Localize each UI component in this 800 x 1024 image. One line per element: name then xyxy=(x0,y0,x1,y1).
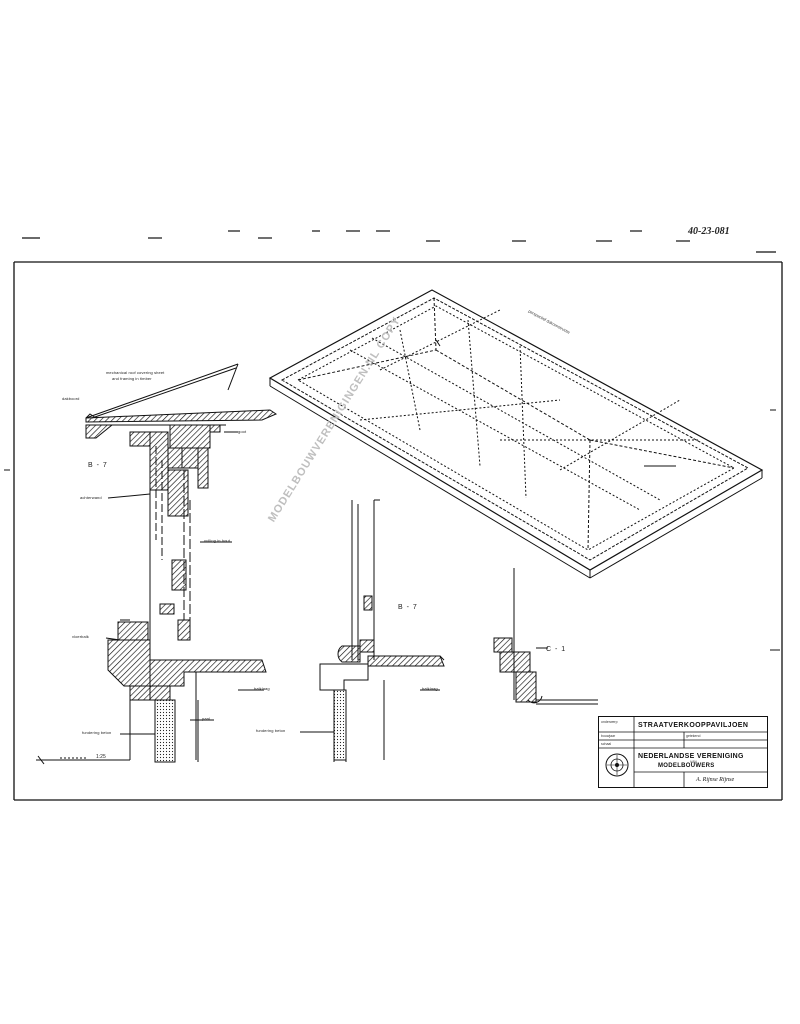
organization-name: NEDERLANDSE VERENIGING xyxy=(638,753,744,760)
organization-prefix: VAN xyxy=(690,760,697,764)
callout-wall-mid: vulling in hout xyxy=(204,538,230,543)
header-marks xyxy=(22,230,776,253)
callout-post: paal xyxy=(202,716,210,721)
left-section xyxy=(36,363,278,765)
title-block-border xyxy=(598,716,768,788)
signature: A. Rijnse Rijnse xyxy=(696,777,735,783)
callout-beam: balklaag xyxy=(254,686,270,691)
drawing-frame xyxy=(13,261,783,801)
reference-number: 40-23-081 xyxy=(688,226,730,237)
tb-label-scale: schaal xyxy=(601,742,612,746)
organization-name-2: MODELBOUWERS xyxy=(658,763,715,769)
tb-label-drawn: getekend xyxy=(686,734,701,738)
callout-base: fundering beton xyxy=(82,730,112,735)
tb-label-year: bouwjaar xyxy=(601,734,616,738)
callout-roof-note-2: and framing in timber xyxy=(112,376,152,381)
title-block: onderwerp STRAATVERKOOPPAVILJOEN bouwjaa… xyxy=(598,716,768,788)
callout-gutter: goot xyxy=(238,429,247,434)
callout-middle-base: fundering beton xyxy=(256,728,286,733)
section-label-right: C - 1 xyxy=(546,646,567,653)
middle-section xyxy=(300,499,445,762)
section-label-left: B - 7 xyxy=(88,462,108,469)
drawing-title: STRAATVERKOOPPAVILJOEN xyxy=(638,722,749,729)
section-label-middle: B - 7 xyxy=(398,604,418,611)
callout-floor: vloerbalk xyxy=(72,634,89,639)
scale-note: 1:25 xyxy=(96,754,106,760)
tb-label-subject: onderwerp xyxy=(601,720,618,724)
callout-wall-upper: achterwand xyxy=(80,495,102,500)
callout-middle-floor: balklaag xyxy=(422,686,438,691)
callout-eave: dakboord xyxy=(62,396,80,401)
perspective-note: perspectief dakconstructie xyxy=(528,308,572,335)
title-block-grid xyxy=(598,716,768,788)
frame-ticks xyxy=(4,409,780,651)
society-emblem-icon xyxy=(605,753,629,777)
right-section xyxy=(493,568,598,705)
roof-perspective xyxy=(268,289,764,579)
callout-roof-note: mechanical roof covering sheet xyxy=(106,370,165,375)
